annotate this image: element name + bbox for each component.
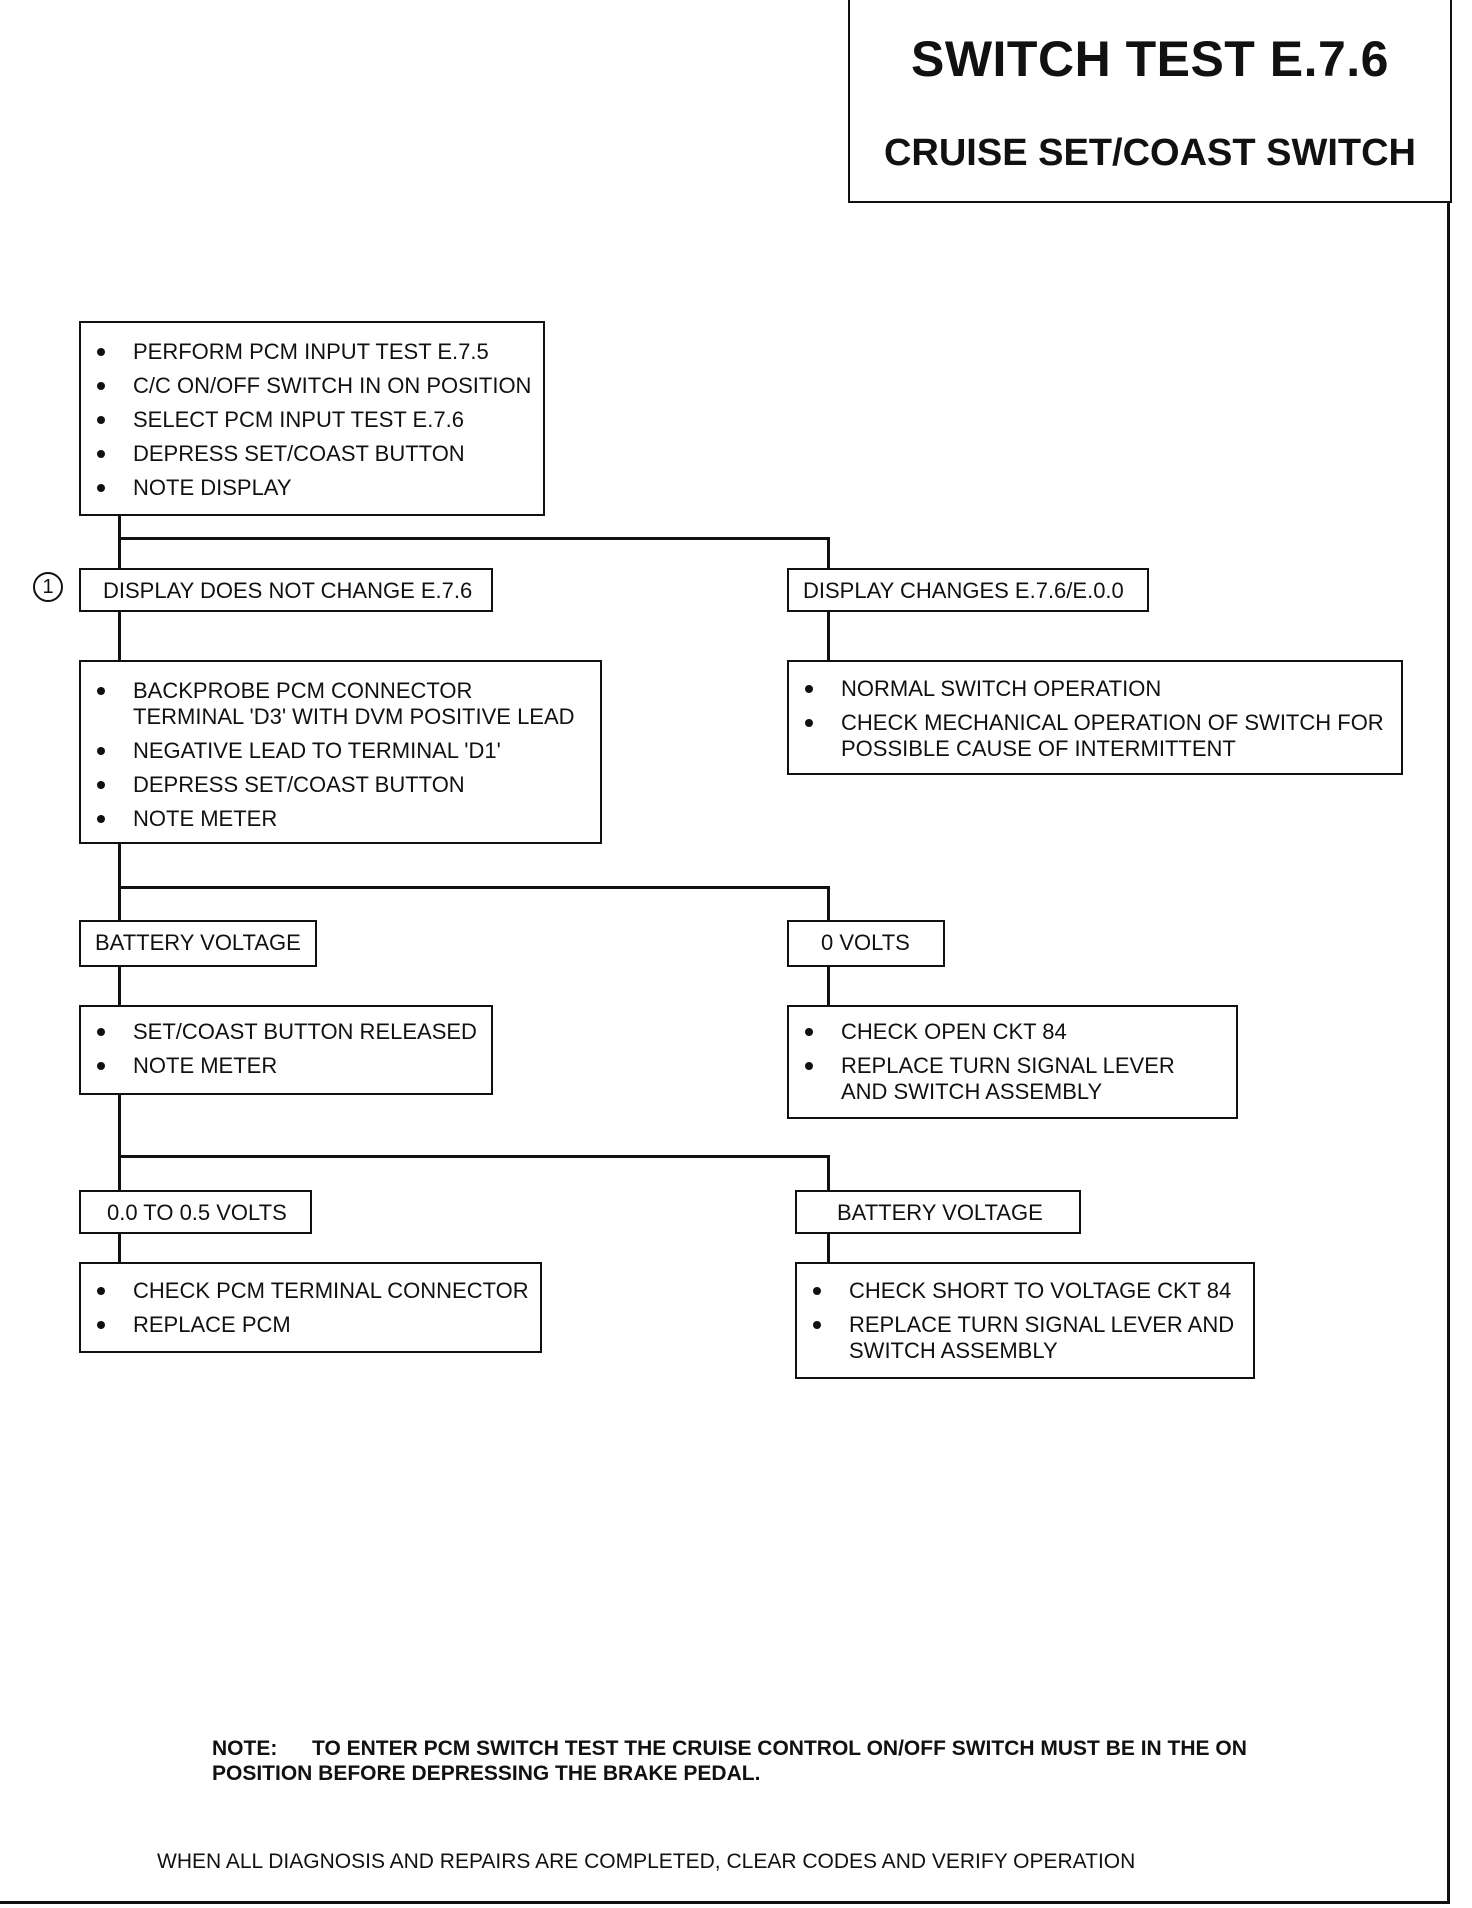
step3-right-item: REPLACE TURN SIGNAL LEVER AND SWITCH ASS… [789, 1053, 1222, 1105]
step1-item: PERFORM PCM INPUT TEST E.7.5 [81, 339, 543, 365]
step3-right-box: CHECK OPEN CKT 84 REPLACE TURN SIGNAL LE… [787, 1005, 1238, 1119]
step4-left-item: CHECK PCM TERMINAL CONNECTOR [81, 1278, 540, 1304]
connector-branch1-horizontal [118, 537, 830, 540]
bullet-icon [813, 1321, 821, 1329]
connector-branch3-right-down [827, 1155, 830, 1190]
bullet-icon [97, 1028, 105, 1036]
step3-left-item: NOTE METER [81, 1053, 491, 1079]
step-marker: 1 [33, 572, 63, 602]
step2-right-item: NORMAL SWITCH OPERATION [789, 676, 1387, 702]
bullet-icon [97, 1321, 105, 1329]
step2-right-box: NORMAL SWITCH OPERATION CHECK MECHANICAL… [787, 660, 1403, 775]
step1-box: PERFORM PCM INPUT TEST E.7.5 C/C ON/OFF … [79, 321, 545, 516]
title-block: SWITCH TEST E.7.6 CRUISE SET/COAST SWITC… [848, 0, 1452, 203]
footer-instruction: WHEN ALL DIAGNOSIS AND REPAIRS ARE COMPL… [157, 1850, 1136, 1873]
bullet-icon [97, 450, 105, 458]
step4-left-box: CHECK PCM TERMINAL CONNECTOR REPLACE PCM [79, 1262, 542, 1353]
step1-item: DEPRESS SET/COAST BUTTON [81, 441, 543, 467]
step4-right-item: CHECK SHORT TO VOLTAGE CKT 84 [797, 1278, 1239, 1304]
step2-left-item: BACKPROBE PCM CONNECTOR TERMINAL 'D3' WI… [81, 678, 586, 730]
note-text: NOTE:TO ENTER PCM SWITCH TEST THE CRUISE… [212, 1736, 1272, 1786]
step3-left-item: SET/COAST BUTTON RELEASED [81, 1019, 491, 1045]
bullet-icon [813, 1287, 821, 1295]
connector-branch1-right-down [827, 537, 830, 572]
connector-step2-down [118, 843, 121, 920]
note-body: TO ENTER PCM SWITCH TEST THE CRUISE CONT… [212, 1737, 1247, 1785]
connector-branch2-right-down [827, 886, 830, 920]
connector-left-label2-to-step3 [118, 967, 121, 1005]
bullet-icon [805, 685, 813, 693]
bullet-icon [805, 719, 813, 727]
label-battery-voltage-1: BATTERY VOLTAGE [79, 920, 317, 967]
connector-branch3-horizontal [118, 1155, 830, 1158]
label-zero-to-half-volts: 0.0 TO 0.5 VOLTS [79, 1190, 312, 1234]
bullet-icon [805, 1028, 813, 1036]
label-display-does-not-change: DISPLAY DOES NOT CHANGE E.7.6 [79, 568, 493, 612]
step1-item: SELECT PCM INPUT TEST E.7.6 [81, 407, 543, 433]
connector-right-label2-to-step3 [827, 967, 830, 1005]
step1-item: NOTE DISPLAY [81, 475, 543, 501]
bullet-icon [97, 815, 105, 823]
connector-step3-down [118, 1094, 121, 1190]
label-zero-volts: 0 VOLTS [787, 920, 945, 967]
bullet-icon [97, 747, 105, 755]
step2-left-item: NOTE METER [81, 806, 586, 832]
bullet-icon [97, 484, 105, 492]
bullet-icon [97, 416, 105, 424]
connector-left-label1-to-step2 [118, 612, 121, 662]
bullet-icon [97, 781, 105, 789]
bullet-icon [805, 1062, 813, 1070]
connector-right-label3-to-step4 [827, 1234, 830, 1264]
connector-left-label3-to-step4 [118, 1234, 121, 1264]
bullet-icon [97, 1062, 105, 1070]
step2-left-box: BACKPROBE PCM CONNECTOR TERMINAL 'D3' WI… [79, 660, 602, 844]
step4-right-box: CHECK SHORT TO VOLTAGE CKT 84 REPLACE TU… [795, 1262, 1255, 1379]
step2-left-item: NEGATIVE LEAD TO TERMINAL 'D1' [81, 738, 586, 764]
page-title: SWITCH TEST E.7.6 [910, 31, 1389, 87]
bullet-icon [97, 382, 105, 390]
label-battery-voltage-2: BATTERY VOLTAGE [795, 1190, 1081, 1234]
connector-right-label1-to-step2 [827, 612, 830, 662]
bullet-icon [97, 687, 105, 695]
connector-branch2-horizontal [118, 886, 830, 889]
step1-item: C/C ON/OFF SWITCH IN ON POSITION [81, 373, 543, 399]
bullet-icon [97, 1287, 105, 1295]
step4-right-item: REPLACE TURN SIGNAL LEVER AND SWITCH ASS… [797, 1312, 1239, 1364]
connector-step1-down [118, 516, 121, 572]
step3-left-box: SET/COAST BUTTON RELEASED NOTE METER [79, 1005, 493, 1095]
label-display-changes: DISPLAY CHANGES E.7.6/E.0.0 [787, 568, 1149, 612]
note-label: NOTE: [212, 1737, 278, 1760]
step4-left-item: REPLACE PCM [81, 1312, 540, 1338]
bullet-icon [97, 348, 105, 356]
page-subtitle: CRUISE SET/COAST SWITCH [883, 132, 1417, 174]
step2-left-item: DEPRESS SET/COAST BUTTON [81, 772, 586, 798]
step2-right-item: CHECK MECHANICAL OPERATION OF SWITCH FOR… [789, 710, 1387, 762]
step3-right-item: CHECK OPEN CKT 84 [789, 1019, 1222, 1045]
